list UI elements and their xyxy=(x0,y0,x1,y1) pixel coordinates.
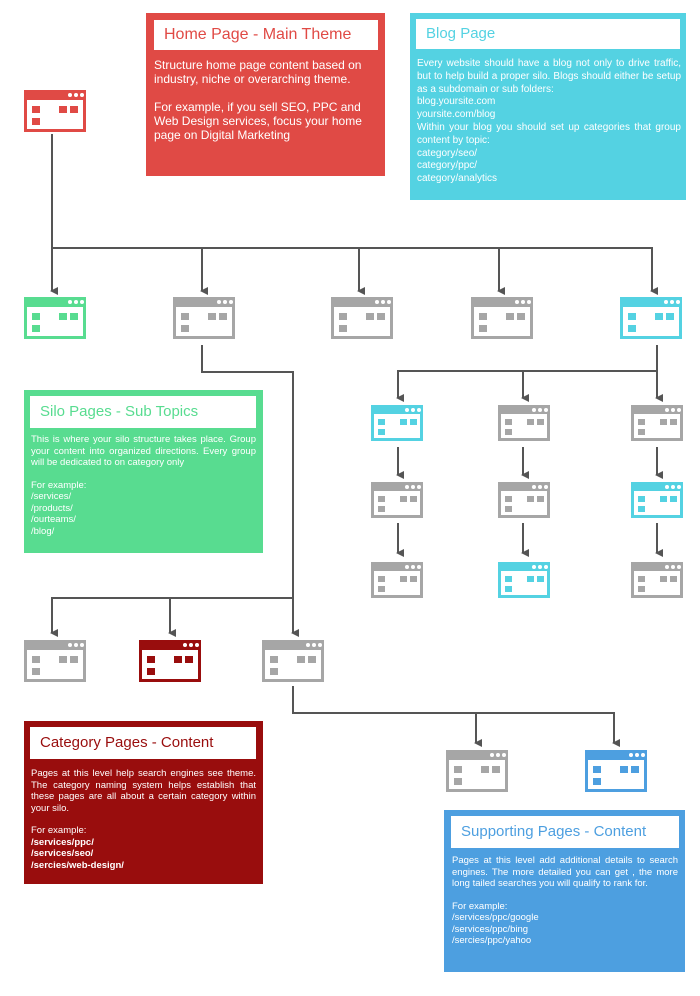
silo-example-2: /products/ xyxy=(31,502,73,514)
blog-category-icon-3 xyxy=(631,405,683,441)
silo-page-icon-2 xyxy=(173,297,235,339)
blog-text-2: blog.yoursite.com xyxy=(417,96,496,108)
blog-page-box: Blog Page Every website should have a bl… xyxy=(410,13,686,200)
blog-post-icon-1a xyxy=(371,482,423,518)
blog-text-7: category/analytics xyxy=(417,173,498,185)
home-page-text-1: Structure home page content based on ind… xyxy=(154,58,362,86)
category-pages-title: Category Pages - Content xyxy=(30,727,256,759)
silo-example-3: /ourteams/ xyxy=(31,514,76,525)
silo-example-1: /services/ xyxy=(31,491,72,502)
supporting-example-label: For example: xyxy=(452,900,508,912)
home-page-box: Home Page - Main Theme Structure home pa… xyxy=(146,13,385,176)
blog-page-title: Blog Page xyxy=(416,19,680,49)
blog-category-icon-2 xyxy=(498,405,550,441)
supporting-intro: Pages at this level add additional detai… xyxy=(452,855,678,889)
blog-text-3: yoursite.com/blog xyxy=(417,109,496,121)
blog-page-description: Every website should have a blog not onl… xyxy=(417,58,681,186)
category-example-3: /sercies/web-design/ xyxy=(31,859,124,871)
home-page-icon xyxy=(24,90,86,132)
category-page-icon-highlight xyxy=(139,640,201,682)
silo-page-icon-4 xyxy=(471,297,533,339)
home-page-title: Home Page - Main Theme xyxy=(154,20,378,50)
supporting-pages-box: Supporting Pages - Content Pages at this… xyxy=(444,810,685,972)
silo-page-icon-3 xyxy=(331,297,393,339)
supporting-example-1: /services/ppc/google xyxy=(452,912,539,923)
blog-text-6: category/ppc/ xyxy=(417,160,478,172)
silo-example-4: /blog/ xyxy=(31,525,55,537)
category-intro: Pages at this level help search engines … xyxy=(31,768,256,814)
category-pages-description: Pages at this level help search engines … xyxy=(31,768,256,871)
blog-text-4: Within your blog you should set up categ… xyxy=(417,121,681,146)
supporting-pages-description: Pages at this level add additional detai… xyxy=(452,855,678,947)
category-example-label: For example: xyxy=(31,825,87,836)
silo-pages-description: This is where your silo structure takes … xyxy=(31,434,256,537)
blog-post-icon-2b xyxy=(498,562,550,598)
blog-category-icon-1 xyxy=(371,405,423,441)
blog-post-icon-2a xyxy=(498,482,550,518)
blog-page-icon xyxy=(620,297,682,339)
category-page-icon-1 xyxy=(24,640,86,682)
blog-post-icon-3a xyxy=(631,482,683,518)
supporting-example-2: /services/ppc/bing xyxy=(452,923,529,935)
blog-post-icon-1b xyxy=(371,562,423,598)
supporting-page-icon-highlight xyxy=(585,750,647,792)
category-pages-box: Category Pages - Content Pages at this l… xyxy=(24,721,263,884)
silo-intro: This is where your silo structure takes … xyxy=(31,434,256,468)
blog-text-5: category/seo/ xyxy=(417,147,478,159)
category-example-1: /services/ppc/ xyxy=(31,836,94,848)
silo-pages-box: Silo Pages - Sub Topics This is where yo… xyxy=(24,390,263,553)
silo-example-label: For example: xyxy=(31,479,87,491)
supporting-example-3: /sercies/ppc/yahoo xyxy=(452,935,532,946)
home-page-text-2: For example, if you sell SEO, PPC and We… xyxy=(154,100,362,142)
silo-pages-title: Silo Pages - Sub Topics xyxy=(30,396,256,428)
silo-page-icon-green xyxy=(24,297,86,339)
home-page-description: Structure home page content based on ind… xyxy=(154,58,380,142)
blog-post-icon-3b xyxy=(631,562,683,598)
category-page-icon-3 xyxy=(262,640,324,682)
supporting-page-icon-1 xyxy=(446,750,508,792)
supporting-pages-title: Supporting Pages - Content xyxy=(451,816,679,848)
blog-text-1: Every website should have a blog not onl… xyxy=(417,58,681,95)
category-example-2: /services/seo/ xyxy=(31,848,94,859)
